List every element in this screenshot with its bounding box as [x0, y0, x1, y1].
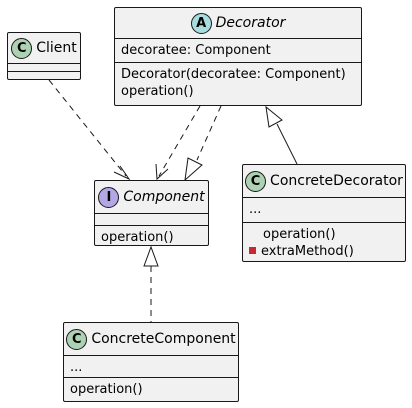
concrete-decorator-methods: operation() extraMethod(): [243, 223, 405, 263]
decorator-fields: decoratee: Component: [115, 39, 361, 63]
class-badge-icon: C: [11, 37, 33, 59]
component-fields: [95, 214, 208, 226]
decorator-uses-component-arrowhead: [155, 163, 169, 181]
decorator-method: Decorator(decoratee: Component): [121, 67, 346, 82]
concrete-component-method: operation(): [70, 382, 143, 397]
concrete-component-class-name: ConcreteComponent: [91, 331, 236, 347]
component-interface[interactable]: I Component operation(): [94, 180, 209, 246]
component-methods: operation(): [95, 226, 208, 249]
concrete-component-fields: ...: [64, 356, 238, 378]
concrete-component-class-header: C ConcreteComponent: [64, 323, 238, 356]
component-method: operation(): [101, 230, 174, 245]
class-badge-icon: C: [66, 328, 88, 350]
concrete-decorator-class-name: ConcreteDecorator: [270, 173, 403, 189]
concrete-decorator-fields: ...: [243, 198, 405, 223]
component-interface-header: I Component: [95, 181, 208, 214]
concrete-component-field: ...: [70, 360, 83, 375]
decorator-methods: Decorator(decoratee: Component) operatio…: [115, 63, 361, 103]
concrete-decorator-field: ...: [249, 202, 262, 217]
client-class-header: C Client: [8, 33, 80, 64]
client-uses-component-edge: [48, 79, 127, 177]
private-visibility-icon: [249, 247, 256, 254]
client-class-name: Client: [36, 40, 77, 56]
decorator-field: decoratee: Component: [121, 43, 271, 58]
concrete-component-class[interactable]: C ConcreteComponent ... operation(): [63, 322, 239, 402]
decorator-class-header: A Decorator: [115, 8, 361, 39]
concrete-component-methods: operation(): [64, 378, 238, 401]
decorator-realizes-component-triangle: [184, 157, 203, 182]
abstract-class-badge-icon: A: [190, 12, 212, 34]
concrete-decorator-class[interactable]: C ConcreteDecorator ... operation() extr…: [242, 164, 406, 262]
class-badge-icon: C: [245, 170, 267, 192]
client-class[interactable]: C Client: [7, 32, 81, 80]
concrete-decorator-method: extraMethod(): [261, 244, 354, 259]
decorator-method: operation(): [121, 84, 194, 99]
interface-badge-icon: I: [98, 186, 120, 208]
concrete-decorator-method: operation(): [263, 227, 336, 242]
concrete-decorator-extends-decorator-edge: [276, 123, 298, 165]
client-methods: [8, 72, 80, 80]
concrete-decorator-private-method-row: extraMethod(): [249, 243, 399, 260]
concrete-component-realizes-component-triangle: [143, 245, 159, 267]
concrete-decorator-class-header: C ConcreteDecorator: [243, 165, 405, 198]
decorator-class[interactable]: A Decorator decoratee: Component Decorat…: [114, 7, 362, 106]
concrete-decorator-extends-decorator-triangle: [265, 105, 283, 128]
client-fields: [8, 64, 80, 72]
component-interface-name: Component: [123, 189, 205, 205]
decorator-realizes-component-edge: [196, 105, 222, 161]
decorator-class-name: Decorator: [215, 15, 286, 31]
decorator-uses-component-edge: [158, 105, 201, 177]
client-uses-component-arrowhead: [113, 165, 131, 181]
